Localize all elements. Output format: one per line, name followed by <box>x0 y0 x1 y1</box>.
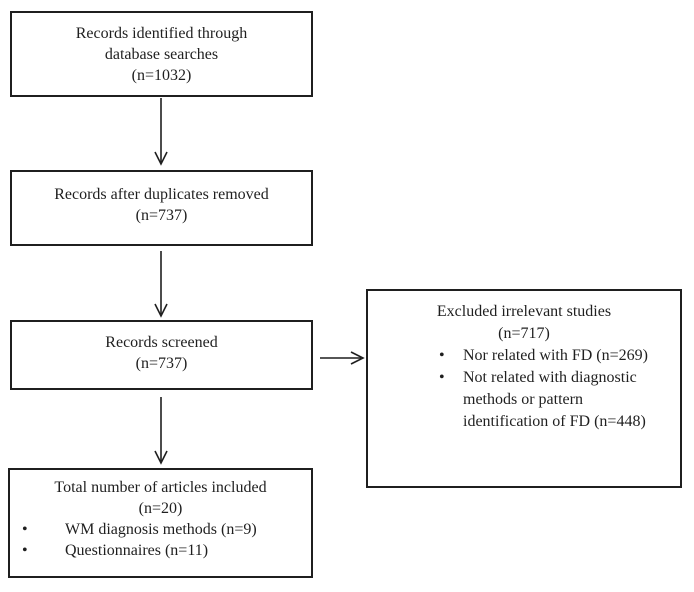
box-articles-included: Total number of articles included (n=20)… <box>8 468 313 578</box>
box-excluded-studies-bullet-list: Nor related with FD (n=269) Not related … <box>437 345 649 433</box>
box-excluded-studies-count: (n=717) <box>498 325 550 342</box>
bullet-questionnaires: Questionnaires (n=11) <box>10 540 311 561</box>
box-excluded-studies: Excluded irrelevant studies (n=717) Nor … <box>366 289 682 488</box>
box-records-screened-line-1: Records screened <box>105 334 218 351</box>
box-articles-included-bullet-list: WM diagnosis methods (n=9) Questionnaire… <box>10 519 311 561</box>
box-duplicates-removed: Records after duplicates removed (n=737) <box>10 170 313 246</box>
bullet-wm-diagnosis-methods: WM diagnosis methods (n=9) <box>10 519 311 540</box>
box-records-screened-count: (n=737) <box>135 355 188 372</box>
arrow-duplicates-to-screened <box>154 251 168 318</box>
arrow-screened-to-included <box>154 397 168 465</box>
arrow-screened-to-excluded <box>320 351 365 365</box>
box-records-identified-line-2: database searches <box>104 46 219 63</box>
box-excluded-studies-title: Excluded irrelevant studies <box>436 303 612 320</box>
box-records-identified-count: (n=1032) <box>131 67 192 84</box>
bullet-not-related-diagnostic-methods: Not related with diagnostic methods or p… <box>437 367 649 433</box>
box-records-identified: Records identified through database sear… <box>10 11 313 97</box>
bullet-not-related-fd: Nor related with FD (n=269) <box>437 345 649 367</box>
box-records-screened: Records screened (n=737) <box>10 320 313 390</box>
box-records-identified-line-1: Records identified through <box>75 25 248 42</box>
box-duplicates-removed-count: (n=737) <box>135 207 188 224</box>
box-articles-included-count: (n=20) <box>138 500 183 517</box>
box-articles-included-title: Total number of articles included <box>54 479 267 496</box>
box-duplicates-removed-line-1: Records after duplicates removed <box>54 186 269 203</box>
arrow-identified-to-duplicates <box>154 98 168 166</box>
